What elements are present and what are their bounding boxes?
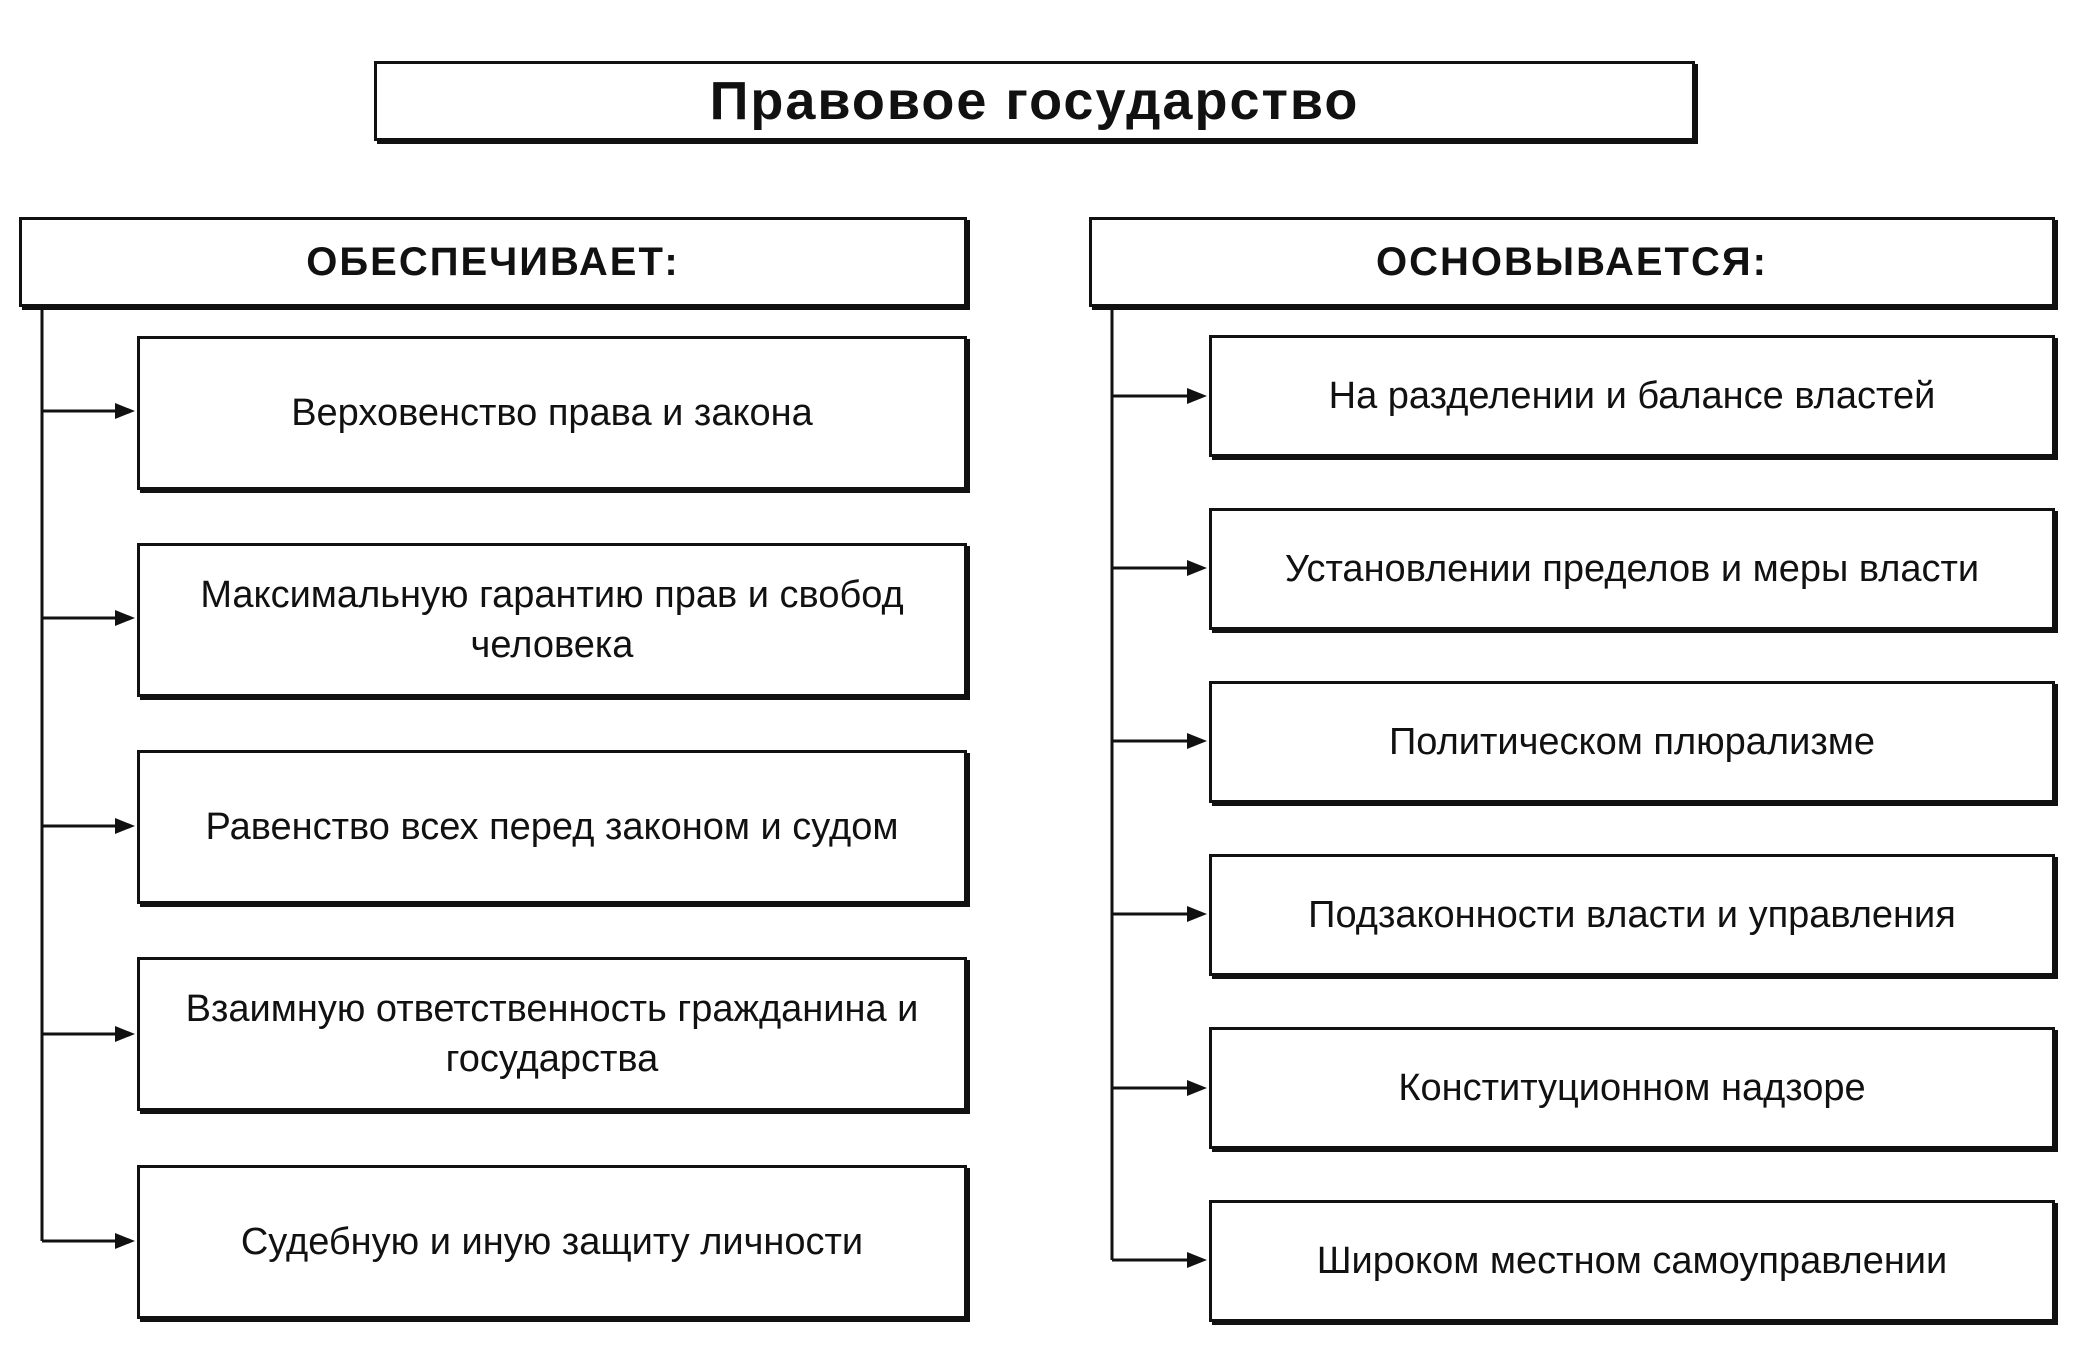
left-column-header: ОБЕСПЕЧИВАЕТ: bbox=[19, 217, 967, 307]
right-arrow-head-4 bbox=[1187, 906, 1207, 922]
diagram-title: Правовое государство bbox=[374, 61, 1695, 141]
left-item-3: Равенство всех перед законом и судом bbox=[137, 750, 967, 904]
right-arrow-head-3 bbox=[1187, 733, 1207, 749]
left-item-4: Взаимную ответственность гражданина и го… bbox=[137, 957, 967, 1111]
left-arrow-head-2 bbox=[115, 610, 135, 626]
left-arrow-head-4 bbox=[115, 1026, 135, 1042]
right-column-header: ОСНОВЫВАЕТСЯ: bbox=[1089, 217, 2055, 307]
left-item-1: Верховенство права и закона bbox=[137, 336, 967, 490]
left-arrow-head-3 bbox=[115, 818, 135, 834]
right-arrow-head-2 bbox=[1187, 560, 1207, 576]
right-arrow-head-5 bbox=[1187, 1080, 1207, 1096]
right-arrow-head-6 bbox=[1187, 1252, 1207, 1268]
right-item-6: Широком местном самоуправлении bbox=[1209, 1200, 2055, 1322]
right-item-5: Конституционном надзоре bbox=[1209, 1027, 2055, 1149]
right-arrow-head-1 bbox=[1187, 388, 1207, 404]
left-arrow-head-5 bbox=[115, 1233, 135, 1249]
left-item-2: Максимальную гарантию прав и свобод чело… bbox=[137, 543, 967, 697]
right-item-1: На разделении и балансе властей bbox=[1209, 335, 2055, 457]
right-item-4: Подзаконности власти и управления bbox=[1209, 854, 2055, 976]
left-item-5: Судебную и иную защиту личности bbox=[137, 1165, 967, 1319]
right-item-2: Установлении пределов и меры власти bbox=[1209, 508, 2055, 630]
left-arrow-head-1 bbox=[115, 403, 135, 419]
right-item-3: Политическом плюрализме bbox=[1209, 681, 2055, 803]
